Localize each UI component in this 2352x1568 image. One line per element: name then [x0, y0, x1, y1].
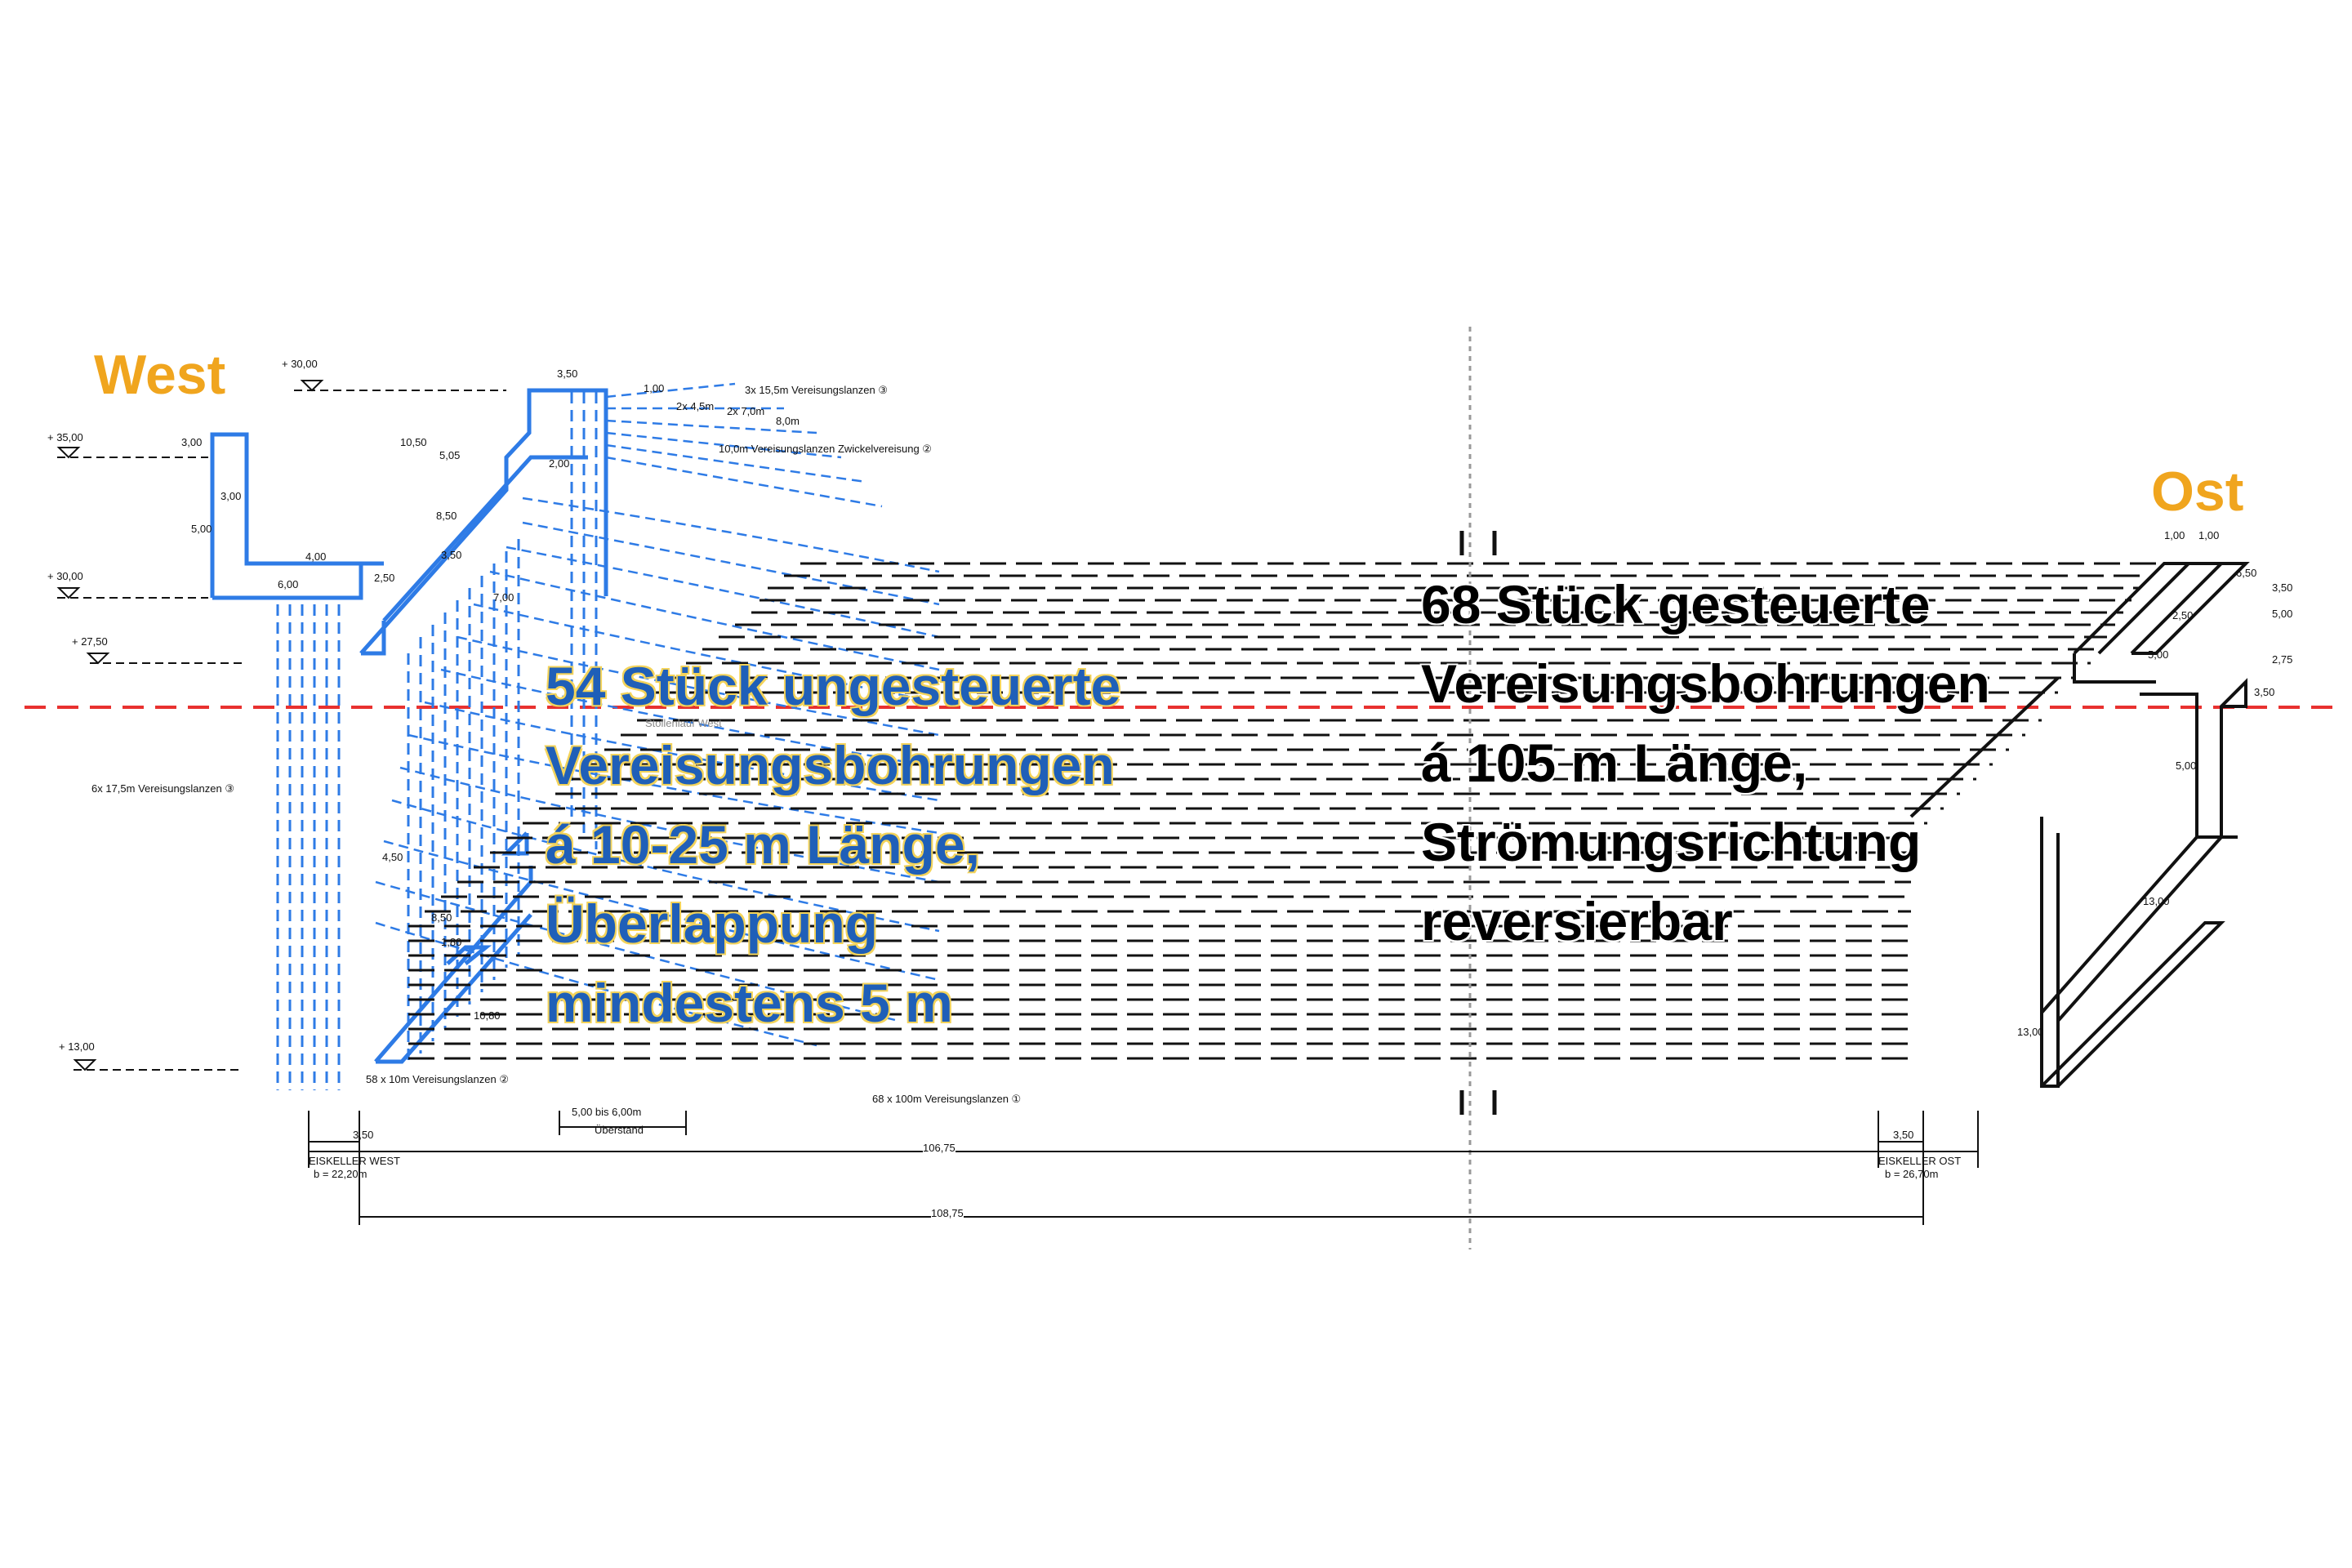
dim-label: 3,00 [220, 490, 242, 502]
lance-label-top-2: 2x 4,5m [676, 400, 715, 412]
lance-label-top-3: 2x 7,0m [727, 405, 765, 417]
overall-dim-inner: 106,75 [923, 1142, 956, 1154]
elevation-label: + 30,00 [47, 570, 83, 582]
dim-label: 4,50 [382, 851, 403, 863]
west-callout-line: Vereisungsbohrungen [546, 735, 1115, 795]
dim-label: 1,00 [644, 382, 665, 394]
elevation-label: + 27,50 [72, 635, 108, 648]
dim-label: 7,00 [493, 591, 514, 604]
elevation-label: + 13,00 [59, 1040, 95, 1053]
elevation-markers [56, 380, 506, 1071]
overall-dim-outer: 108,75 [931, 1207, 964, 1219]
west-label: West [94, 344, 226, 406]
cellar-east-width: b = 26,70m [1885, 1168, 1939, 1180]
west-vertical-lances [276, 392, 598, 1090]
dim-label: 3,00 [181, 436, 203, 448]
lance-label-bottom-mid: 68 x 100m Vereisungslanzen ① [872, 1093, 1022, 1105]
tunnel-label: Stollenlauf West [645, 717, 722, 729]
dim-label: 1,00 [2164, 529, 2185, 541]
cellar-west-width: b = 22,20m [314, 1168, 368, 1180]
west-callout-line: Überlappung [546, 893, 878, 954]
lance-label-left: 6x 17,5m Vereisungslanzen ③ [91, 782, 234, 795]
dim-label: 10,50 [400, 436, 427, 448]
east-callout: 68 Stück gesteuerte Vereisungsbohrungen … [1421, 565, 1990, 961]
break-marks [1459, 327, 1497, 1250]
dim-label: 1,80 [441, 936, 462, 948]
west-callout-line: 54 Stück ungesteuerte [546, 656, 1121, 716]
dim-label: 3,50 [2272, 581, 2293, 594]
east-callout-line: Strömungsrichtung [1421, 812, 1922, 872]
east-callout-line: Vereisungsbohrungen [1421, 653, 1990, 714]
overlap-label: 5,00 bis 6,00m [572, 1106, 642, 1118]
dimension-lines [308, 1111, 1979, 1225]
west-callout-line: mindestens 5 m [546, 973, 953, 1033]
elevation-label: + 30,00 [282, 358, 318, 370]
east-callout-line: 68 Stück gesteuerte [1421, 574, 1931, 635]
west-callout-line: á 10-25 m Länge, [546, 814, 980, 875]
dim-label: 8,50 [436, 510, 457, 522]
dim-label: 5,00 [2148, 648, 2169, 661]
west-callout: 54 Stück ungesteuerte Vereisungsbohrunge… [546, 647, 1120, 1043]
dim-label: 2,50 [2172, 609, 2194, 621]
horizontal-freezing-lances [408, 562, 2156, 1060]
dim-label: 5,00 [2272, 608, 2293, 620]
cellar-east-name: EISKELLER OST [1878, 1155, 1962, 1167]
lance-label-top-4: 8,0m [776, 415, 800, 427]
east-shaft [1909, 562, 2250, 1088]
dim-label: 10,80 [474, 1009, 501, 1022]
dim-label: 5,00 [2176, 760, 2197, 772]
west-fan-lances [375, 382, 940, 1047]
dim-label: 1,00 [2198, 529, 2220, 541]
lance-label-bottom-left: 58 x 10m Vereisungslanzen ② [366, 1073, 509, 1085]
dim-label: 6,50 [2236, 567, 2257, 579]
cellar-west-name: EISKELLER WEST [309, 1155, 400, 1167]
lance-label-top-5: 10,0m Vereisungslanzen Zwickelvereisung … [719, 443, 932, 455]
dim-label: 2,00 [549, 457, 570, 470]
dim-label: 3,50 [353, 1129, 374, 1141]
lance-label-top-1: 3x 15,5m Vereisungslanzen ③ [745, 384, 888, 396]
dim-label: 2,75 [2272, 653, 2293, 666]
dim-label: 8,50 [431, 911, 452, 924]
dim-label: 5,05 [439, 449, 461, 461]
east-label: Ost [2151, 461, 2244, 523]
dim-label: 3,50 [557, 368, 578, 380]
east-callout-line: á 105 m Länge, [1421, 733, 1808, 793]
dim-label: 2,50 [374, 572, 395, 584]
dim-label: 6,00 [278, 578, 299, 590]
overlap-sublabel: Überstand [595, 1124, 644, 1136]
dim-label: 13,00 [2017, 1026, 2044, 1038]
dim-label: 13,00 [2143, 895, 2170, 907]
west-shaft [210, 388, 608, 1064]
east-callout-line: reversierbar [1421, 891, 1733, 951]
dim-label: 4,00 [305, 550, 327, 563]
dim-label: 5,00 [191, 523, 212, 535]
dim-label: 3,50 [441, 549, 462, 561]
elevation-label: + 35,00 [47, 431, 83, 443]
dim-label: 3,50 [1893, 1129, 1914, 1141]
dim-label: 3,50 [2254, 686, 2275, 698]
